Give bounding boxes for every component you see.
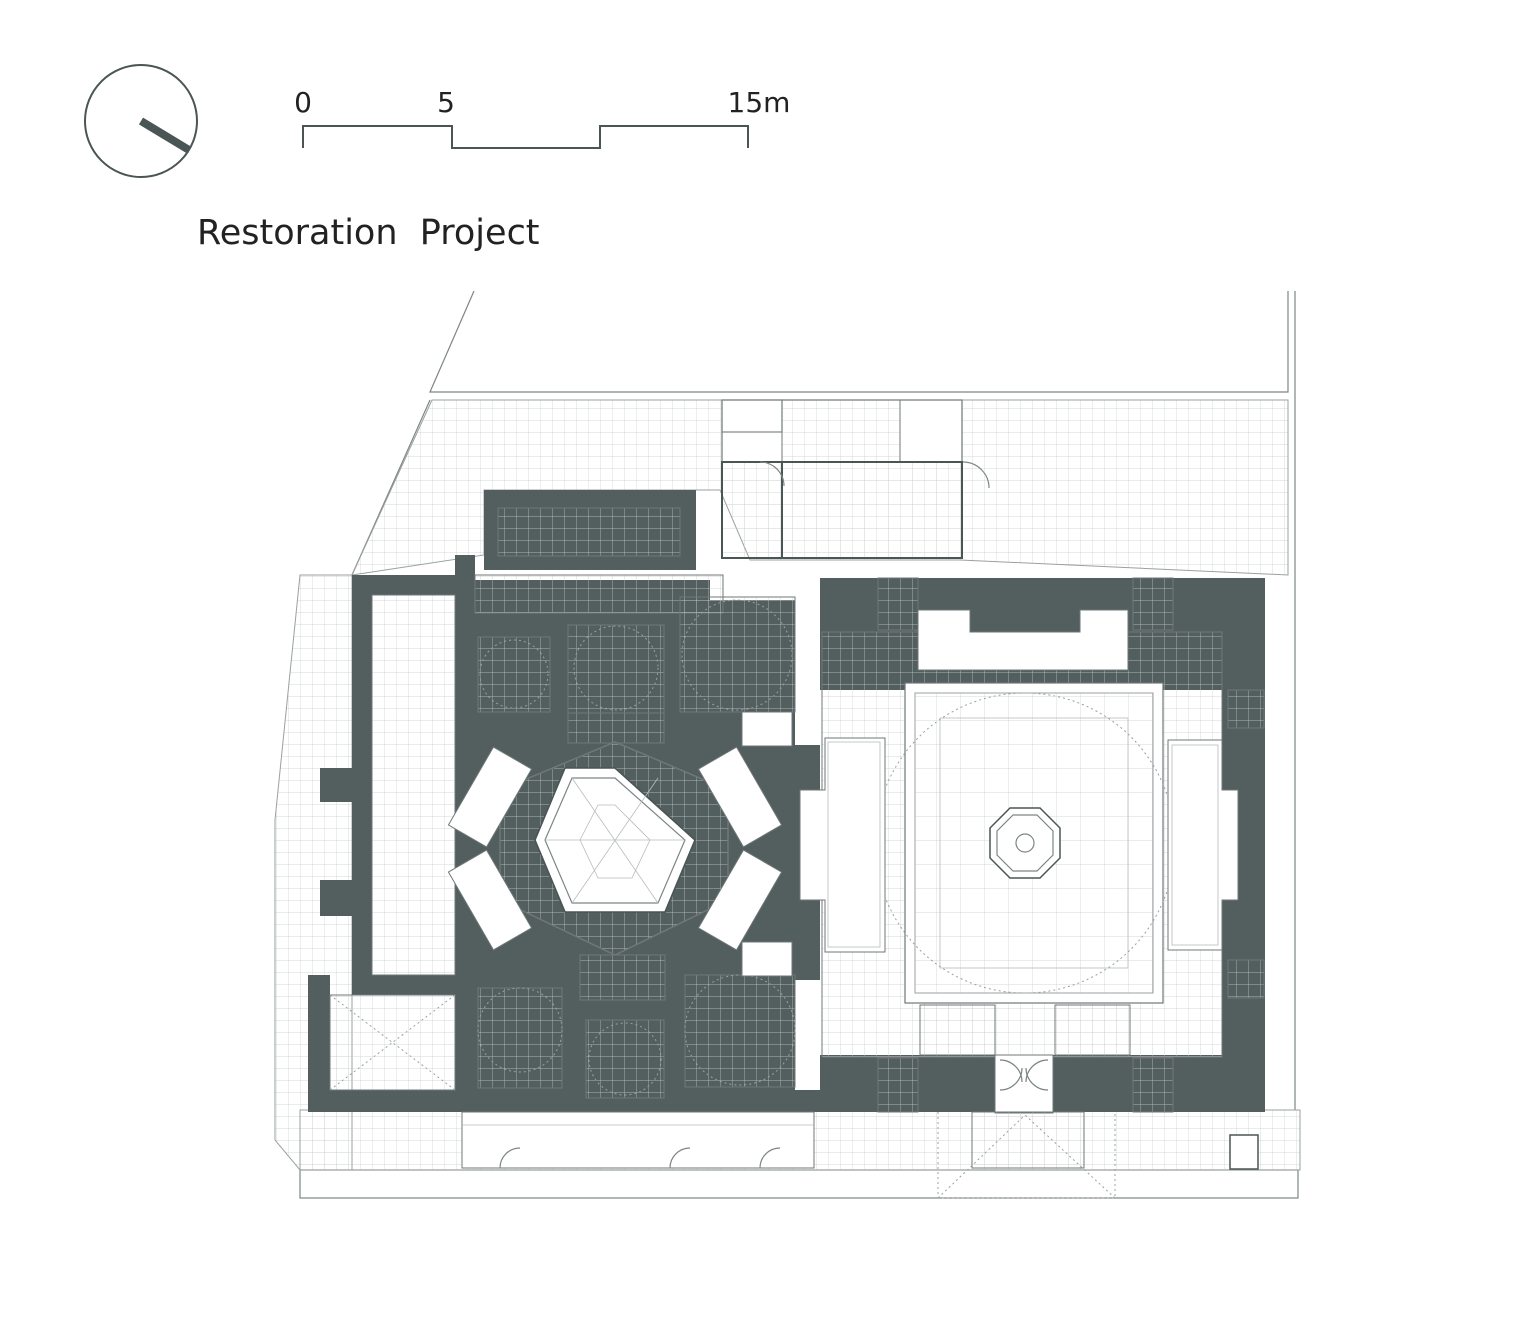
annex-rooms: [721, 399, 990, 559]
scale-bar: 0 5 15m: [294, 86, 791, 149]
portico: [461, 1111, 1259, 1199]
hexagonal-hall: [447, 741, 783, 956]
drawing-title: Restoration Project: [197, 213, 540, 253]
interior-spaces: [329, 507, 796, 1099]
scale-label-0: 0: [294, 86, 312, 119]
scale-label-5: 5: [437, 86, 455, 119]
scale-label-15m: 15m: [728, 86, 791, 119]
prayer-hall: [799, 577, 1265, 1114]
north-arrow-icon: [84, 64, 198, 178]
